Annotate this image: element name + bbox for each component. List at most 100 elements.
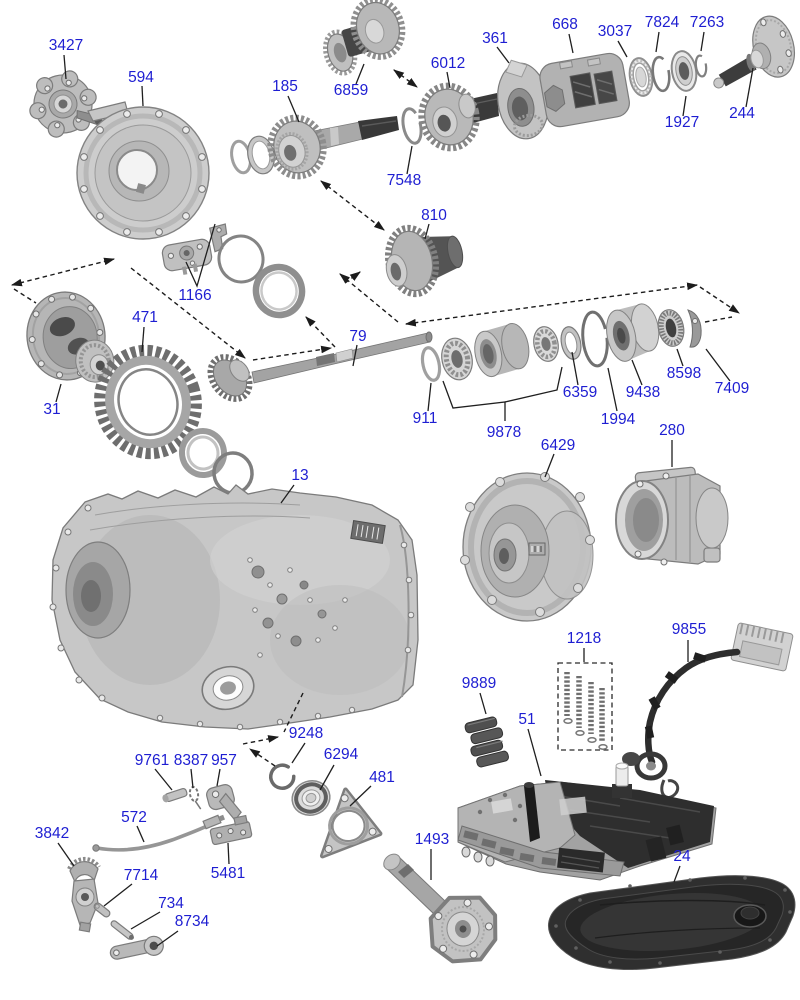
part-label-8734: 8734 (175, 913, 210, 930)
part-label-6359: 6359 (563, 384, 597, 401)
part-734-pin (110, 920, 134, 940)
part-label-7263: 7263 (690, 14, 724, 31)
part-1218-spring-kit (557, 662, 613, 751)
part-label-51: 51 (518, 711, 535, 728)
part-label-7714: 7714 (124, 867, 159, 884)
part-label-3427: 3427 (49, 37, 83, 54)
leader-lines (55, 31, 754, 947)
part-7409-wedge (687, 309, 702, 348)
part-51-valve-body (457, 762, 717, 881)
part-label-9889: 9889 (462, 675, 496, 692)
part-471-ring-gear (94, 344, 202, 460)
part-label-244: 244 (729, 105, 755, 122)
part-label-7409: 7409 (715, 380, 749, 397)
part-label-5481: 5481 (211, 865, 245, 882)
part-668-planetary-carrier (539, 52, 630, 128)
part-8387-clip (188, 786, 202, 810)
part-label-572: 572 (121, 809, 147, 826)
part-1927-bearing (670, 50, 698, 92)
part-label-957: 957 (211, 752, 237, 769)
part-label-1166: 1166 (178, 287, 211, 304)
part-label-1994: 1994 (601, 411, 636, 428)
part-7548-snap-ring (401, 107, 423, 145)
part-label-6012: 6012 (431, 55, 465, 72)
part-label-79: 79 (349, 328, 366, 345)
part-911-washer (420, 346, 442, 382)
part-8598-needle-bearing (657, 309, 685, 347)
part-5481-bracket (209, 814, 253, 846)
part-9878-sleeve (474, 322, 530, 378)
part-1166-oring (217, 234, 265, 284)
part-24-oil-pan (547, 875, 796, 970)
part-label-668: 668 (552, 16, 578, 33)
part-label-24: 24 (673, 848, 691, 865)
part-9438-drum (606, 303, 660, 362)
part-label-471: 471 (132, 309, 158, 326)
part-label-594: 594 (128, 69, 154, 86)
part-79-pinion-shaft (207, 331, 433, 402)
part-label-734: 734 (158, 895, 184, 912)
part-1994-snap-ring (581, 310, 609, 368)
part-label-810: 810 (421, 207, 447, 224)
part-3037-bearing (628, 57, 654, 97)
part-6012-gear (418, 82, 499, 152)
part-31-differential (26, 291, 115, 383)
part-9878-bearing-b (533, 326, 559, 362)
part-label-9761: 9761 (135, 752, 169, 769)
part-7824-snap-ring (651, 55, 671, 93)
part-9855-harness (622, 622, 794, 799)
part-label-1493: 1493 (415, 831, 449, 848)
part-1166-bracket (208, 223, 228, 253)
part-label-280: 280 (659, 422, 685, 439)
part-label-9248: 9248 (289, 725, 323, 742)
part-label-185: 185 (272, 78, 298, 95)
part-label-7548: 7548 (387, 172, 421, 189)
part-9248-snap-ring (269, 763, 296, 790)
part-label-9878: 9878 (487, 424, 521, 441)
part-label-3037: 3037 (598, 23, 632, 40)
part-9889-accumulator-stack (464, 716, 509, 768)
part-label-31: 31 (43, 401, 60, 418)
part-1166-mount-plate (161, 238, 213, 275)
part-244-output-flange (713, 15, 795, 89)
part-280-adapter-housing (615, 466, 729, 566)
parts-layer (26, 0, 796, 970)
assembly-arrows (10, 69, 740, 767)
labels-layer: 3427 594 6859 185 7548 6012 361 668 3037 7824 7263… (35, 14, 756, 930)
part-6429-extension-housing (460, 472, 595, 622)
part-label-6859: 6859 (334, 82, 368, 99)
part-label-8598: 8598 (667, 365, 701, 382)
part-7714-pin (93, 902, 111, 918)
part-361-drum (497, 59, 549, 140)
part-3842-parking-lever (67, 856, 101, 933)
part-label-481: 481 (369, 769, 395, 786)
part-label-1218: 1218 (567, 630, 601, 647)
part-481-flange (319, 787, 383, 859)
part-1493-output-shaft (383, 853, 498, 964)
part-594-housing-cover (76, 101, 210, 240)
part-185-input-shaft (230, 114, 399, 180)
part-6859-gear-set (323, 0, 406, 76)
part-label-7824: 7824 (645, 14, 680, 31)
part-6294-bearing (291, 780, 331, 816)
part-7263-snap-ring (694, 54, 708, 78)
part-9761-pin (162, 787, 188, 803)
part-label-6294: 6294 (324, 746, 359, 763)
part-label-13: 13 (291, 467, 308, 484)
part-13-main-case (49, 484, 419, 731)
part-label-361: 361 (482, 30, 508, 47)
part-9878-bearing-a (441, 337, 473, 381)
part-label-3842: 3842 (35, 825, 69, 842)
part-810-gear (384, 224, 464, 298)
part-label-1927: 1927 (665, 114, 699, 131)
part-8734-lever (109, 935, 164, 960)
part-label-9438: 9438 (626, 384, 660, 401)
part-label-8387: 8387 (174, 752, 208, 769)
part-3427-flange (29, 70, 103, 138)
part-label-6429: 6429 (541, 437, 575, 454)
part-label-911: 911 (413, 410, 438, 427)
part-race-ring (178, 428, 228, 478)
part-label-9855: 9855 (672, 621, 706, 638)
